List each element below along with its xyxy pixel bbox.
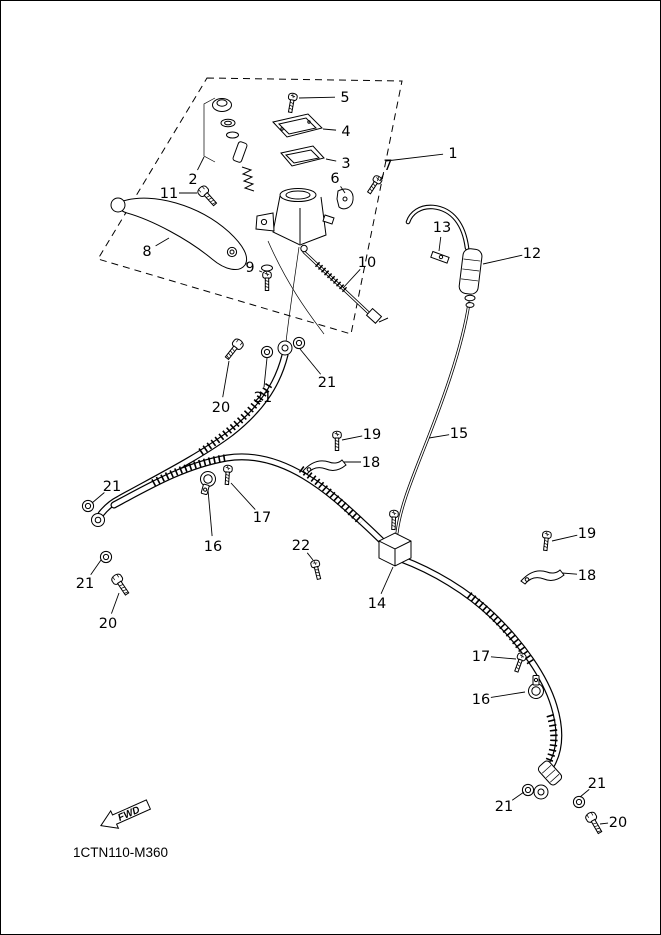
callout-leader-line xyxy=(490,691,526,698)
lever-pivot-bolt xyxy=(195,183,220,209)
diaphragm-plate xyxy=(280,145,325,167)
part-number-callout: 19 xyxy=(578,526,596,542)
callout-leader-line xyxy=(263,357,268,388)
part-number-callout: 13 xyxy=(433,220,451,236)
part-number-callout: 20 xyxy=(609,815,627,831)
callout-leader-line xyxy=(298,96,336,99)
part-number-callout: 5 xyxy=(340,90,349,106)
callout-leader-line xyxy=(551,534,578,542)
hose-bracket-18-right xyxy=(520,569,565,585)
part-number-callout: 22 xyxy=(292,538,310,554)
callout-leader-line xyxy=(230,482,256,510)
callout-leader-line xyxy=(385,153,444,162)
push-rod xyxy=(302,250,389,324)
callout-leader-line xyxy=(380,566,394,595)
part-number-callout: 4 xyxy=(341,124,350,140)
cap-screw xyxy=(285,92,299,114)
part-number-callout: 2 xyxy=(188,172,197,188)
callout-leader-line xyxy=(379,173,384,182)
callout-leader-line xyxy=(197,156,205,171)
callout-leader-line xyxy=(325,158,337,162)
part-number-callout: 21 xyxy=(495,799,513,815)
part-number-callout: 17 xyxy=(472,649,490,665)
part-number-callout: 18 xyxy=(578,568,596,584)
callout-leader-line xyxy=(91,492,105,504)
part-number-callout: 16 xyxy=(204,539,222,555)
callout-leader-line xyxy=(428,434,450,439)
part-number-callout: 15 xyxy=(450,426,468,442)
part-number-callout: 11 xyxy=(160,186,178,202)
callout-leader-line xyxy=(155,237,170,247)
part-number-callout: 21 xyxy=(318,375,336,391)
callout-leader-line xyxy=(306,552,314,561)
callout-leader-line xyxy=(222,360,230,398)
fwd-arrow: FWD xyxy=(100,799,152,829)
hose-junction xyxy=(378,509,412,567)
part-number-callout: 16 xyxy=(472,692,490,708)
callout-leader-line xyxy=(482,254,523,265)
callout-leader-line xyxy=(207,489,213,537)
piston-kit-stack xyxy=(212,98,255,192)
handlebar-clamp xyxy=(336,188,354,210)
clamp-screw-17-left xyxy=(222,464,233,486)
reservoir-cap xyxy=(272,113,323,138)
part-number-callout: 9 xyxy=(245,260,254,276)
part-number-callout: 20 xyxy=(99,616,117,632)
callout-leader-line xyxy=(438,236,442,252)
brake-hose-crossover xyxy=(110,453,395,554)
pipe-clamp-13 xyxy=(430,250,450,264)
fwd-label: FWD xyxy=(116,805,141,824)
brake-hose-left xyxy=(97,351,289,518)
brake-lever xyxy=(110,197,248,271)
part-number-callout: 19 xyxy=(363,427,381,443)
junction-screw-22 xyxy=(309,558,324,581)
callout-leader-line xyxy=(299,348,322,375)
callout-leader-line xyxy=(259,270,263,273)
bracket-screw-19-right xyxy=(540,530,553,552)
part-number-callout: 18 xyxy=(362,455,380,471)
part-group-bracket xyxy=(203,97,216,163)
callout-leader-line xyxy=(579,789,590,798)
part-number-callout: 21 xyxy=(588,776,606,792)
part-number-callout: 21 xyxy=(76,576,94,592)
callout-leader-line xyxy=(340,186,346,194)
part-number-callout: 1 xyxy=(448,146,457,162)
construction-line xyxy=(285,246,300,343)
bracket-screw-19-left xyxy=(332,430,342,451)
callout-leader-line xyxy=(322,128,337,131)
part-number-callout: 7 xyxy=(383,158,392,174)
callout-leader-line xyxy=(599,822,609,825)
lever-boot xyxy=(458,248,483,295)
hose-bracket-18-left xyxy=(302,459,347,475)
brake-hose-right xyxy=(397,555,563,800)
callout-leader-line xyxy=(561,572,578,575)
part-number-callout: 21 xyxy=(103,479,121,495)
banjo-left-caliper xyxy=(81,499,132,598)
banjo-master-cylinder xyxy=(222,336,306,362)
construction-line xyxy=(267,240,325,335)
part-number-callout: 6 xyxy=(330,171,339,187)
callout-leader-line xyxy=(341,435,363,441)
clamp-screw-17-right xyxy=(511,651,528,674)
part-number-callout: 21 xyxy=(254,390,272,406)
part-number-callout: 17 xyxy=(253,510,271,526)
pivot-nut xyxy=(261,264,273,291)
part-number-callout: 20 xyxy=(212,400,230,416)
callout-leader-line xyxy=(511,791,525,801)
master-cylinder xyxy=(255,188,335,253)
part-number-callout: 14 xyxy=(368,596,386,612)
callout-leader-line xyxy=(490,656,517,660)
brake-pipe xyxy=(395,204,483,535)
part-number-callout: 3 xyxy=(341,156,350,172)
diagram-code: 1CTN110-M360 xyxy=(73,845,168,860)
callout-leader-line xyxy=(342,269,361,289)
callout-leader-line xyxy=(90,559,102,576)
callout-leader-line xyxy=(111,592,120,614)
clamp-screw xyxy=(364,173,384,196)
part-number-callout: 12 xyxy=(523,246,541,262)
part-number-callout: 10 xyxy=(358,255,376,271)
part-number-callout: 8 xyxy=(142,244,151,260)
